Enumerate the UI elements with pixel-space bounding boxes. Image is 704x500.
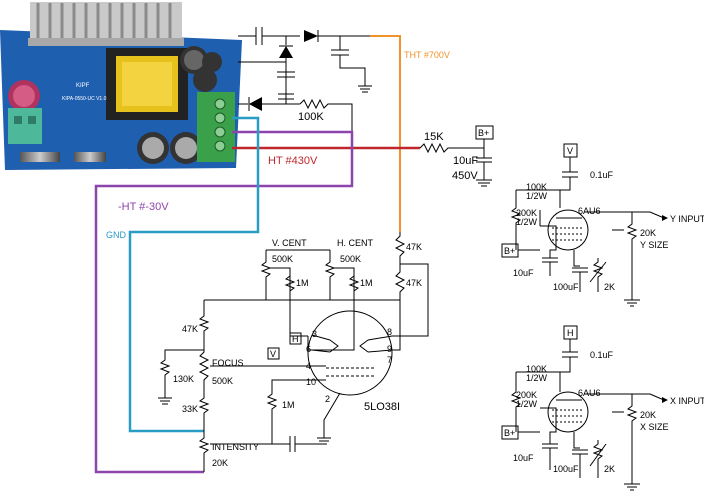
pin-8: 8 [387, 327, 392, 337]
y-r-screen: 200K [516, 208, 537, 218]
h-cent-pot: 500K [340, 254, 361, 264]
y-r-plate-w: 1/2W [526, 191, 548, 201]
electrolytic-capacitors [8, 46, 222, 164]
v-cent-label: V. CENT [272, 238, 307, 248]
y-size-pot: 20K [640, 228, 656, 238]
intensity-pot-label: 20K [212, 458, 228, 468]
x-r-cath: 2K [604, 464, 615, 474]
x-bplus-tag: B+ [504, 428, 515, 438]
r-47k-top: 47K [406, 242, 422, 252]
y-bplus-tag: B+ [504, 246, 515, 256]
tht-wire [370, 35, 401, 232]
x-tube-label: 6AU6 [578, 388, 601, 398]
bplus-tag: B+ [478, 128, 489, 138]
r-bplus-label: 15K [424, 131, 444, 143]
crt-tube-label: 5LO38I [364, 401, 400, 413]
heatsink [28, 2, 184, 46]
pin-10: 10 [306, 377, 316, 387]
c-bplus-voltage: 450V [452, 170, 478, 182]
output-terminal [197, 92, 235, 162]
y-tube-label: 6AU6 [578, 206, 601, 216]
neg-ht-wire [94, 130, 354, 474]
crt-v-tag: V [270, 349, 276, 359]
y-tube-symbol [547, 209, 589, 251]
x-r-plate: 100K [526, 364, 547, 374]
y-amp-tag: V [567, 146, 573, 156]
y-size-label: Y SIZE [640, 240, 668, 250]
x-c-screen: 10uF [513, 453, 534, 463]
y-r-screen-w: 1/2W [516, 217, 538, 227]
y-cap-top: 0.1uF [590, 170, 614, 180]
r-47k-mid: 47K [406, 278, 422, 288]
x-amp-tag: H [567, 328, 574, 338]
supply-wires [94, 35, 420, 474]
y-amplifier: V 0.1uF 100K 1/2W 200K 1/2W B+ 6AU6 10uF… [501, 143, 704, 307]
x-r-screen-w: 1/2W [516, 399, 538, 409]
voltage-multiplier: 100K [238, 27, 400, 186]
gnd-wire [128, 116, 260, 433]
x-cap-top: 0.1uF [590, 350, 614, 360]
r-1m-grid: 1M [282, 400, 295, 410]
r-feed-label: 100K [298, 111, 324, 123]
x-r-plate-w: 1/2W [526, 373, 548, 383]
x-c-cath: 100uF [553, 464, 579, 474]
focus-pot-label: 500K [212, 376, 233, 386]
tht-label: THT #700V [404, 50, 450, 60]
x-amplifier: H 0.1uF 100K 1/2W 200K 1/2W B+ 6AU6 10uF… [501, 325, 704, 491]
module-brand-label: KIPF [76, 83, 90, 89]
fuse [20, 152, 60, 162]
r-33k-label: 33K [182, 404, 198, 414]
gnd-label: GND [106, 230, 127, 240]
crt-tube-symbol [307, 310, 393, 396]
y-r-plate: 100K [526, 182, 547, 192]
x-input-label: X INPUT [670, 396, 704, 406]
x-size-label: X SIZE [640, 422, 669, 432]
pin-9: 9 [387, 344, 392, 354]
intensity-label: INTENSITY [212, 442, 259, 452]
r-1m-v: 1M [296, 278, 309, 288]
neg-ht-label: -HT #-30V [118, 201, 169, 213]
crt-section: 47K 47K V. CENT H. CENT 500K 500K 1M 1M … [158, 232, 429, 472]
focus-label: FOCUS [212, 358, 244, 368]
module-model-label: KIPA-0550-UC V1.0 [62, 96, 107, 102]
pin-6: 6 [306, 344, 311, 354]
input-terminal [8, 108, 42, 144]
y-c-cath: 100uF [553, 282, 579, 292]
power-supply-module: KIPF KIPA-0550-UC V1.0 [0, 2, 242, 170]
x-size-pot: 20K [640, 410, 656, 420]
c-bplus-label: 10uF [453, 155, 478, 167]
h-cent-label: H. CENT [337, 238, 374, 248]
y-r-cath: 2K [604, 282, 615, 292]
pin-7: 7 [387, 355, 392, 365]
y-input-label: Y INPUT [670, 214, 704, 224]
r-130k-label: 130K [173, 374, 194, 384]
pin-3: 3 [312, 329, 317, 339]
pin-2: 2 [325, 394, 330, 404]
x-r-screen: 200K [516, 390, 537, 400]
crt-h-tag: H [292, 334, 299, 344]
ht-label: HT #430V [268, 155, 318, 167]
x-tube-symbol [547, 391, 589, 433]
y-c-screen: 10uF [513, 268, 534, 278]
r-1m-h: 1M [360, 278, 373, 288]
r-47k-focus: 47K [182, 324, 198, 334]
transformer [106, 48, 188, 120]
v-cent-pot: 500K [272, 254, 293, 264]
bplus-filter: 15K B+ 10uF 450V [419, 125, 494, 187]
